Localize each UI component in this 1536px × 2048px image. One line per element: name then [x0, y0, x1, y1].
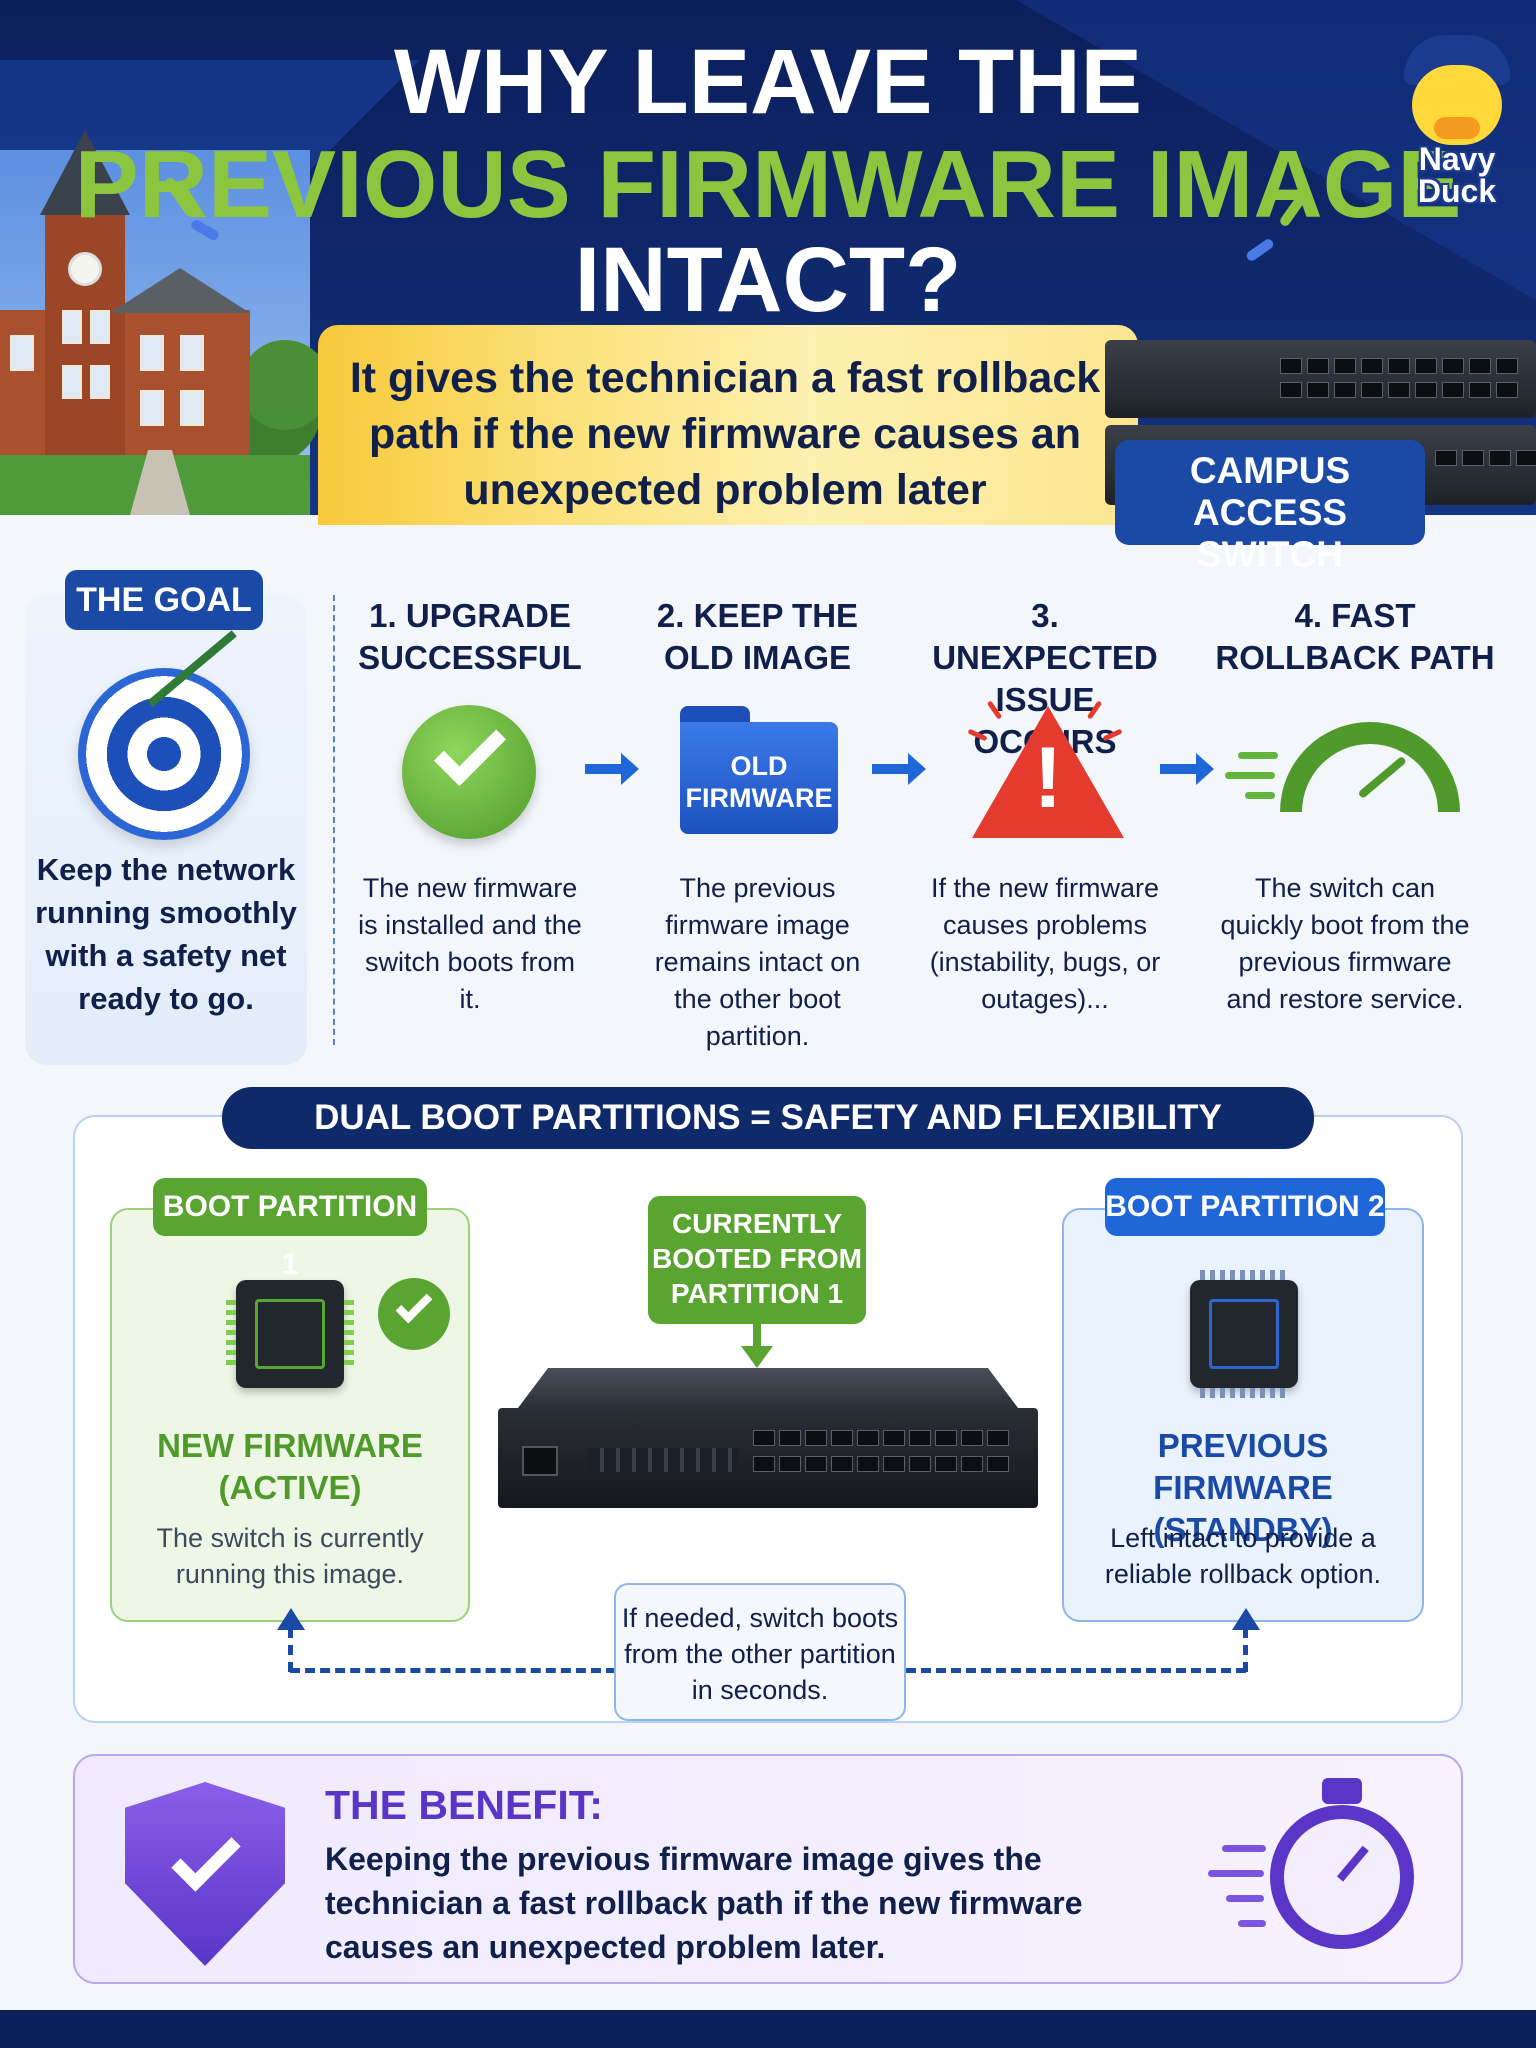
rollback-note-box	[614, 1583, 906, 1721]
benefit-text: Keeping the previous firmware image give…	[325, 1841, 1083, 1965]
benefit-title: THE BENEFIT:	[325, 1782, 603, 1828]
arrow-up-icon	[1232, 1608, 1260, 1630]
navy-duck-logo: Navy Duck	[1392, 25, 1522, 210]
step-1-title: 1. UPGRADE SUCCESSFUL	[358, 597, 582, 676]
goal-badge: THE GOAL	[65, 570, 263, 630]
step-4-text: The switch can quickly boot from the pre…	[1220, 873, 1470, 1014]
currently-booted-label: CURRENTLY BOOTED FROM PARTITION 1	[648, 1196, 866, 1324]
check-circle-icon	[378, 1278, 450, 1350]
step-2-title: 2. KEEP THE OLD IMAGE	[656, 597, 859, 676]
logo-text-line1: Navy	[1418, 141, 1496, 177]
rollback-path-line	[906, 1668, 1246, 1673]
clock-icon	[68, 252, 102, 286]
rollback-path-line	[290, 1668, 616, 1673]
arrow-down-icon	[753, 1324, 761, 1350]
arrow-right-icon	[872, 753, 926, 785]
step-1-text: The new firmware is installed and the sw…	[358, 873, 582, 1014]
goal-text: Keep the network running smoothly with a…	[35, 852, 297, 1016]
step-3-text: If the new firmware causes problems (ins…	[929, 873, 1161, 1014]
benefit-panel	[73, 1754, 1463, 1984]
network-switch-illustration	[498, 1368, 1038, 1508]
step-2-text: The previous firmware image remains inta…	[654, 873, 861, 1051]
stopwatch-icon	[1322, 1778, 1362, 1804]
partition-1-desc: The switch is currently running this ima…	[156, 1523, 424, 1589]
chip-icon	[236, 1280, 344, 1388]
divider	[333, 595, 335, 1045]
partition-2-desc: Left intact to provide a reliable rollba…	[1104, 1523, 1382, 1589]
subtitle-banner	[318, 325, 1138, 525]
subtitle-text: It gives the technician a fast rollback …	[349, 354, 1101, 514]
title-line-2: PREVIOUS FIRMWARE IMAGE	[74, 131, 1462, 238]
partition-2-title: PREVIOUS FIRMWARE (STANDBY)	[1153, 1427, 1333, 1548]
school-building-illustration	[0, 130, 330, 515]
partition-1-title: NEW FIRMWARE (ACTIVE)	[157, 1427, 423, 1506]
step-4-title: 4. FAST ROLLBACK PATH	[1215, 597, 1495, 676]
arrow-up-icon	[277, 1608, 305, 1630]
logo-text-line2: Duck	[1417, 173, 1497, 209]
title-line-3: INTACT?	[574, 229, 962, 331]
arrow-right-icon	[1160, 753, 1214, 785]
rollback-note-text: If needed, switch boots from the other p…	[621, 1603, 899, 1705]
dual-boot-header: DUAL BOOT PARTITIONS = SAFETY AND FLEXIB…	[222, 1087, 1314, 1149]
boot-partition-1-badge: BOOT PARTITION 1	[153, 1178, 427, 1281]
speedometer-icon	[1280, 722, 1460, 812]
chip-icon	[1190, 1280, 1298, 1388]
title-line-1: WHY LEAVE THE	[394, 31, 1142, 133]
check-circle-icon	[402, 705, 536, 839]
campus-switch-label: CAMPUS ACCESS SWITCH	[1115, 440, 1425, 575]
folder-label: OLD FIRMWARE	[685, 751, 833, 813]
footer-bar	[0, 2010, 1536, 2048]
boot-partition-2-badge: BOOT PARTITION 2	[1105, 1178, 1385, 1236]
arrow-right-icon	[585, 753, 639, 785]
warning-triangle-icon	[972, 706, 1124, 838]
